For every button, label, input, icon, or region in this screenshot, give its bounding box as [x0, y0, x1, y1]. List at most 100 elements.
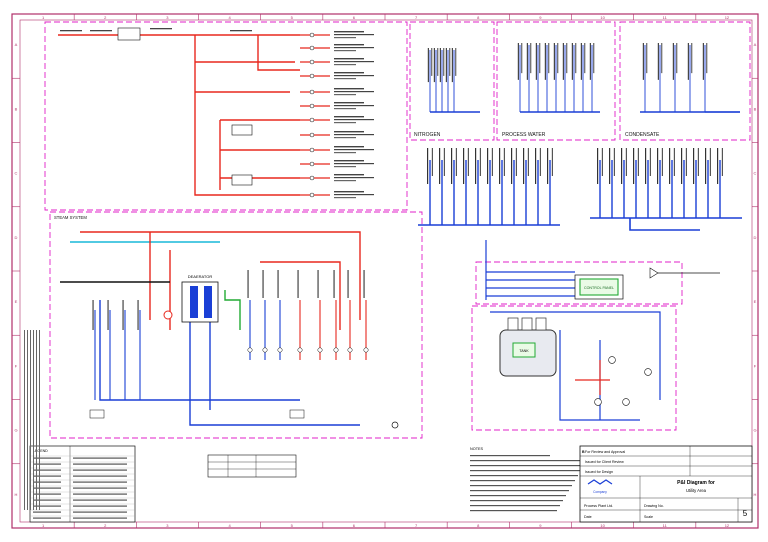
- valve-icon: [309, 161, 315, 167]
- valve-icon: [649, 267, 659, 279]
- utility-headers: [418, 111, 742, 231]
- revision-row-1: For Review and Approval: [585, 450, 625, 454]
- grid-col-label: 2: [104, 15, 107, 20]
- grid-col-label: 1: [42, 15, 45, 20]
- tank-label: TANK: [519, 349, 529, 353]
- grid-col-label: 5: [291, 523, 294, 528]
- company-name: Process Plant Ltd.: [584, 504, 613, 508]
- grid-row-label: E: [15, 299, 18, 304]
- prv-station-1: [231, 124, 253, 136]
- control-panel-label: CONTROL PANEL: [584, 286, 614, 290]
- grid-row-label: B: [15, 106, 18, 111]
- deaerator-group: DEAERATOR: [181, 274, 219, 323]
- control-panel-group: CONTROL PANEL: [574, 274, 624, 300]
- tank-level-indicator: [512, 342, 536, 358]
- revision-row-3: Issued for Design: [585, 470, 613, 474]
- grid-row-label: H: [15, 492, 18, 497]
- tank-area-red-lines: [575, 360, 610, 395]
- grid-row-label: F: [754, 363, 757, 368]
- grid-row-label: E: [754, 299, 757, 304]
- grid-col-label: 4: [228, 15, 231, 20]
- grid-col-label: 11: [663, 15, 668, 20]
- grid-col-label: 4: [228, 523, 231, 528]
- pump-icon: [391, 421, 399, 429]
- grid-row-label: C: [15, 171, 18, 176]
- valve-icon: [309, 175, 315, 181]
- grid-row-label: D: [754, 235, 757, 240]
- grid-col-label: 2: [104, 523, 107, 528]
- grid-row-label: D: [15, 235, 18, 240]
- grid-col-label: 12: [725, 523, 730, 528]
- logo-text: Company: [593, 490, 607, 494]
- grid-col-label: 12: [725, 15, 730, 20]
- zone-process-water: [496, 21, 616, 141]
- instrument-bubble-icon: [297, 347, 303, 353]
- instrument-bubble-icon: [608, 356, 616, 364]
- grid-col-label: 9: [539, 523, 542, 528]
- grid-col-label: 7: [415, 15, 418, 20]
- revision-code-1: B: [582, 450, 585, 454]
- zone-steam-headers: [44, 21, 408, 211]
- grid-col-label: 10: [600, 523, 605, 528]
- notes-header: NOTES: [470, 447, 484, 451]
- storage-tank-group: TANK: [499, 317, 557, 377]
- instrument-bubble-icon: [333, 347, 339, 353]
- grid-col-label: 5: [291, 15, 294, 20]
- grid-col-label: 8: [477, 15, 480, 20]
- instrument-bubble-icon: [347, 347, 353, 353]
- grid-row-label: F: [15, 363, 18, 368]
- sheet-number: 5: [743, 509, 748, 518]
- title-block: For Review and Approval Issued for Clien…: [579, 445, 753, 523]
- valve-icon: [309, 147, 315, 153]
- grid-col-label: 6: [353, 523, 356, 528]
- steam-trap-box: [117, 27, 141, 41]
- instrument-bubble-icon: [363, 347, 369, 353]
- zone-nitrogen: [409, 21, 495, 141]
- steam-lines-top: [58, 34, 300, 196]
- grid-col-label: 9: [539, 15, 542, 20]
- valve-icon: [309, 32, 315, 38]
- top-equipment: [117, 27, 253, 186]
- zone-condensate: [619, 21, 751, 141]
- header-risers: [427, 148, 723, 225]
- grid-row-label: C: [754, 171, 757, 176]
- legend-header: LEGEND: [33, 449, 48, 453]
- valve-icon: [309, 192, 315, 198]
- section-label-process-water: PROCESS WATER: [502, 132, 546, 138]
- grid-col-label: 8: [477, 523, 480, 528]
- grid-col-label: 3: [166, 523, 169, 528]
- instrument-bubble-icon: [317, 347, 323, 353]
- legend-table: LEGEND: [29, 445, 136, 523]
- tank-nozzle-2: [521, 317, 533, 331]
- drawing-number: Drawing No.: [644, 504, 664, 508]
- pump-icon: [163, 310, 173, 320]
- valve-icon: [309, 132, 315, 138]
- zone-tank-area: [471, 305, 677, 431]
- legend-frame: [29, 445, 136, 523]
- steam-system-branches: [89, 270, 399, 429]
- valve-icon: [309, 59, 315, 65]
- zone-steam-system: [49, 211, 423, 439]
- instrument-bubble-icon: [247, 347, 253, 353]
- utility-risers: [427, 43, 740, 113]
- instrument-bubbles: [594, 267, 720, 406]
- prv-station-2: [231, 174, 253, 186]
- vendor-logo-icon: Company: [587, 479, 613, 494]
- grid-col-label: 10: [600, 15, 605, 20]
- zone-control-panel: [475, 261, 683, 305]
- grid-col-label: 1: [42, 523, 45, 528]
- section-label-nitrogen: NITROGEN: [414, 132, 441, 138]
- valve-icon: [309, 103, 315, 109]
- instrument-bubble-icon: [594, 398, 602, 406]
- grid-col-label: 11: [663, 523, 668, 528]
- mid-table: [207, 454, 297, 478]
- instrument-bubble-icon: [262, 347, 268, 353]
- deaerator-vessel: [181, 281, 219, 323]
- control-panel-screen: [579, 278, 619, 296]
- steam-system-lines: [60, 231, 361, 426]
- tank-nozzle-1: [507, 317, 519, 331]
- grid-col-label: 3: [166, 15, 169, 20]
